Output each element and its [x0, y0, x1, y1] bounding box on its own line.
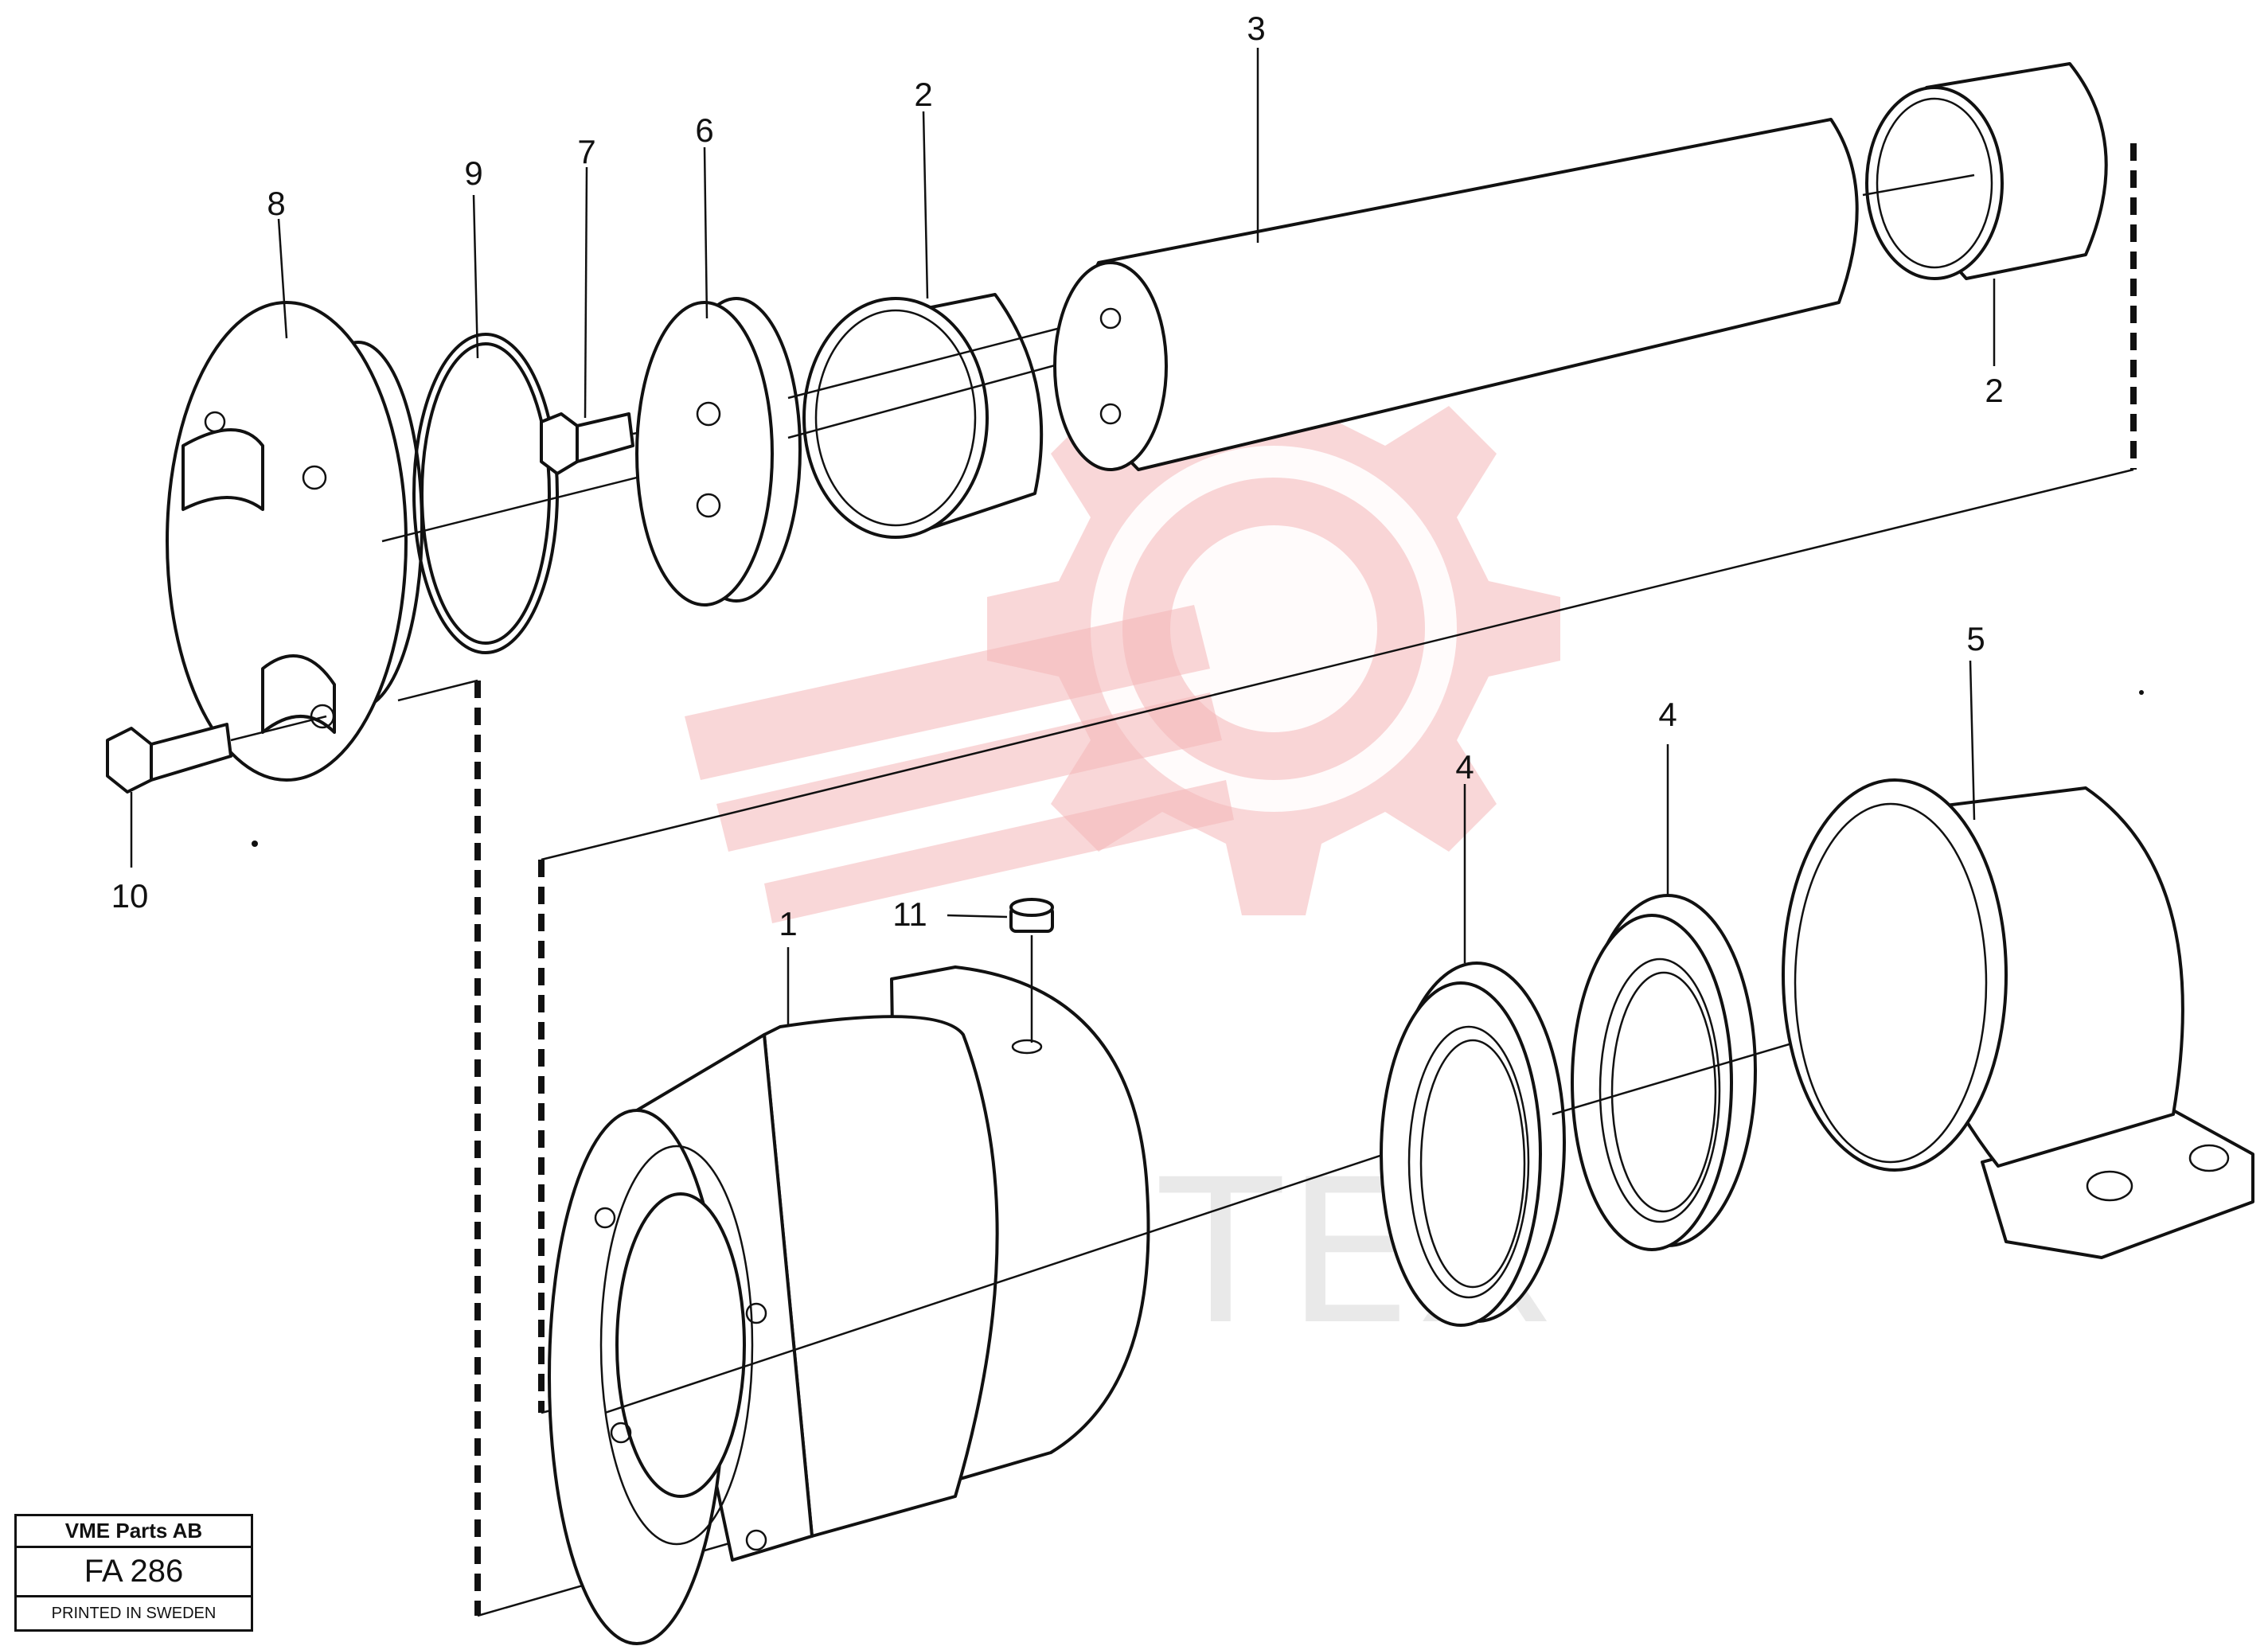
title-block: VME Parts AB FA 286 PRINTED IN SWEDEN — [14, 1514, 253, 1632]
stray-mark — [2139, 690, 2144, 695]
assembly-dashed-lines — [397, 143, 2137, 1617]
part-4-seal-left — [1380, 961, 1566, 1327]
part-5-bracket — [1782, 778, 2254, 1259]
callout-2-left: 2 — [914, 76, 932, 113]
part-1-roller — [548, 965, 1434, 1645]
part-2-bushing-left — [787, 293, 1068, 539]
callout-11: 11 — [892, 895, 927, 933]
callout-10: 10 — [111, 877, 149, 915]
part-10-bolt — [106, 715, 327, 794]
title-block-printed: PRINTED IN SWEDEN — [51, 1604, 217, 1622]
callout-leaders — [130, 48, 1996, 1027]
callout-5: 5 — [1966, 620, 1985, 657]
callout-labels: 8 9 7 6 2 3 2 10 11 1 4 4 5 — [111, 10, 2004, 942]
part-4-seal-right — [1552, 894, 1943, 1251]
part-8-end-cap — [166, 301, 424, 782]
stray-mark — [252, 841, 258, 847]
callout-6: 6 — [695, 111, 713, 149]
callout-4-right: 4 — [1658, 696, 1677, 733]
callout-7: 7 — [577, 133, 595, 170]
part-9-o-ring — [412, 333, 559, 654]
callout-2-right: 2 — [1985, 372, 2003, 409]
part-3-shaft — [1053, 118, 1859, 471]
callout-4-left: 4 — [1455, 748, 1474, 786]
watermark-gear-logo — [685, 342, 1560, 923]
part-6-plate — [635, 297, 802, 607]
part-2-bushing-right — [1862, 62, 2108, 280]
callout-8: 8 — [267, 185, 285, 222]
title-block-company: VME Parts AB — [17, 1516, 251, 1548]
callout-9: 9 — [464, 154, 482, 192]
part-11-plug — [1009, 898, 1054, 1043]
callout-1: 1 — [779, 905, 797, 942]
callout-3: 3 — [1247, 10, 1265, 47]
title-block-code: FA 286 — [17, 1548, 251, 1597]
part-7-bolt — [381, 412, 717, 543]
